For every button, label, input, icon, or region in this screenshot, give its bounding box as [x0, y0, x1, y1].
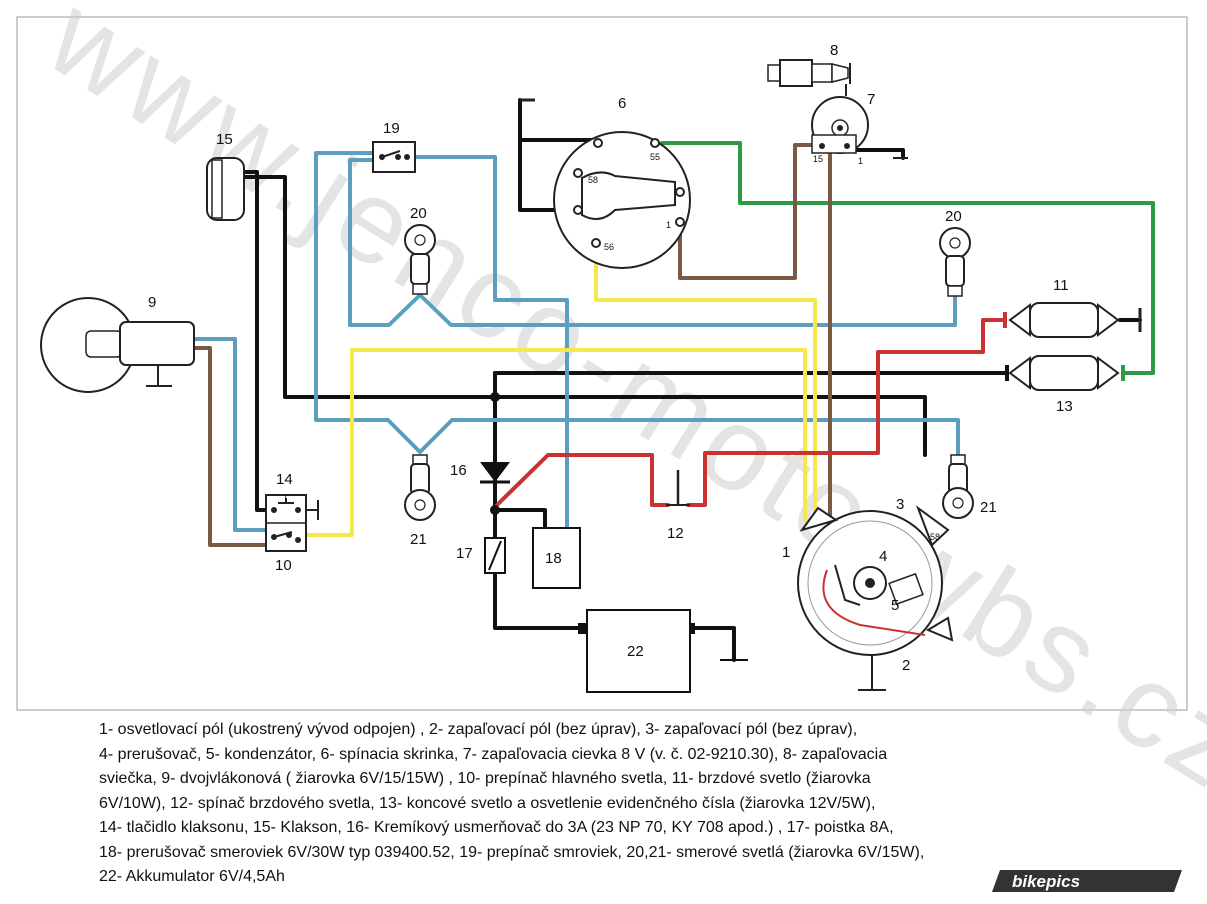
svg-text:13: 13: [1056, 398, 1073, 415]
watermark: www.jenco-moto.wbs.cz: [25, 0, 1207, 816]
junction-dot: [490, 392, 500, 402]
svg-text:18: 18: [545, 550, 562, 567]
black-wires: [240, 98, 1142, 662]
svg-text:16: 16: [450, 462, 467, 479]
diagram-frame: [16, 16, 1188, 711]
klaxon-15: [206, 157, 245, 221]
svg-text:7: 7: [867, 91, 875, 108]
legend-line: 18- prerušovač smeroviek 6V/30W typ 0394…: [99, 843, 925, 861]
legend: 1- osvetlovací pól (ukostrený vývod odpo…: [99, 718, 1119, 890]
svg-text:9: 9: [148, 294, 156, 311]
svg-text:14: 14: [276, 471, 293, 488]
svg-text:17: 17: [456, 545, 473, 562]
svg-text:1: 1: [666, 220, 671, 230]
svg-text:12: 12: [667, 525, 684, 542]
indicator-bulb-21-right: [942, 454, 974, 519]
tail-light-13: [1005, 355, 1125, 391]
svg-text:15: 15: [216, 131, 233, 148]
brake-light-11: [1003, 302, 1142, 338]
svg-text:1: 1: [782, 544, 790, 561]
svg-text:10: 10: [275, 557, 292, 574]
svg-text:6: 6: [618, 95, 626, 112]
svg-text:58: 58: [930, 532, 940, 542]
svg-text:20: 20: [945, 208, 962, 225]
svg-text:15: 15: [813, 154, 823, 164]
blue-wires: [191, 151, 960, 532]
legend-line: sviečka, 9- dvojvlákonová ( žiarovka 6V/…: [99, 770, 871, 787]
svg-text:T: T: [283, 493, 289, 503]
svg-text:20: 20: [410, 205, 427, 222]
svg-text:58: 58: [588, 175, 598, 185]
svg-text:3: 3: [896, 496, 904, 513]
svg-text:11: 11: [1053, 277, 1069, 294]
svg-text:22: 22: [627, 643, 644, 660]
headlight-9: [40, 297, 195, 393]
ignition-switch-6[interactable]: 55 58 1 56: [520, 98, 691, 269]
legend-line: 4- prerušovač, 5- kondenzátor, 6- spínac…: [99, 745, 888, 763]
brake-switch-12: [666, 470, 690, 506]
legend-line: 1- osvetlovací pól (ukostrený vývod odpo…: [99, 721, 858, 738]
svg-text:19: 19: [383, 120, 400, 137]
svg-text:21: 21: [980, 499, 997, 516]
indicator-bulb-21-left: [404, 454, 436, 521]
spark-plug-8: [767, 59, 851, 96]
component-labels: 1 2 3 4 5 6 7 8 9 10 11 12 13 14 15 16 1…: [148, 42, 1073, 674]
flasher-relay-18: [532, 527, 581, 589]
svg-text:2: 2: [902, 657, 910, 674]
svg-text:5: 5: [891, 597, 899, 614]
legend-line: 22- Akkumulator 6V/4,5Ah: [99, 868, 285, 885]
legend-line: 14- tlačidlo klaksonu, 15- Klakson, 16- …: [99, 819, 894, 836]
svg-text:55: 55: [650, 152, 660, 162]
horn-button-14-light-switch-10[interactable]: T: [265, 493, 319, 552]
indicator-switch-19[interactable]: [372, 141, 416, 173]
svg-text:8: 8: [830, 42, 838, 59]
rectifier-diode-16: [480, 462, 510, 484]
svg-text:bikepics: bikepics: [1012, 872, 1080, 891]
ignition-coil-7: 15 1: [811, 96, 908, 166]
svg-text:1: 1: [858, 156, 863, 166]
red-wires: [495, 318, 1007, 507]
yellow-wires: [294, 245, 817, 537]
svg-text:21: 21: [410, 531, 427, 548]
battery-22: [578, 609, 748, 693]
junction-dot: [490, 505, 500, 515]
indicator-bulb-20-right: [939, 227, 971, 297]
indicator-bulb-20-left: [404, 224, 436, 295]
svg-text:56: 56: [604, 242, 614, 252]
fuse-17: [484, 537, 506, 574]
bikepics-logo: bikepics: [992, 870, 1182, 892]
legend-line: 6V/10W), 12- spínač brzdového svetla, 13…: [99, 794, 876, 812]
green-wire: [660, 141, 1155, 375]
alternator-1-5: 58: [797, 505, 954, 691]
svg-text:4: 4: [879, 548, 887, 565]
